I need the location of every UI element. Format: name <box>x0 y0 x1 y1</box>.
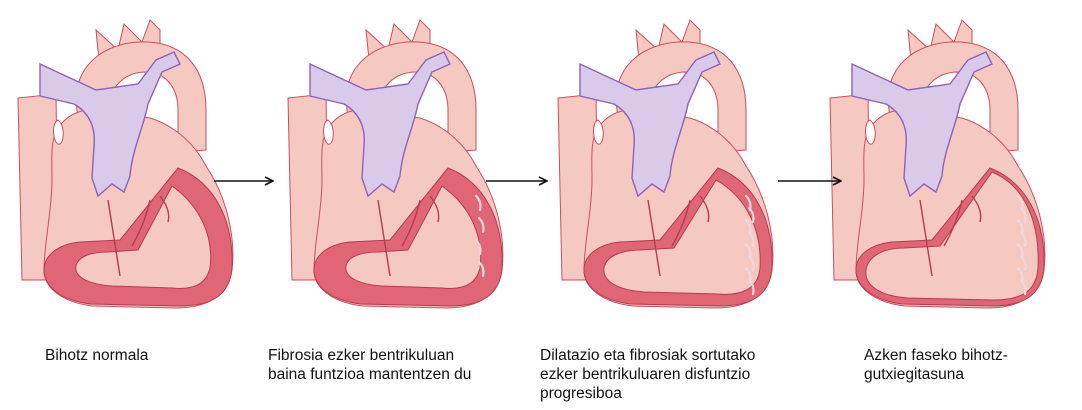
caption-stage-1: Bihotz normala <box>45 346 148 365</box>
caption-stage-4: Azken faseko bihotz- gutxiegitasuna <box>864 346 1008 384</box>
caption-stage-3-line-3: progresiboa <box>540 384 755 403</box>
caption-stage-2-line-2: baina funtzioa mantentzen du <box>268 365 471 384</box>
heart-stage-3 <box>558 20 773 308</box>
caption-stage-3: Dilatazio eta fibrosiak sortutako ezker … <box>540 346 755 403</box>
caption-stage-2-line-1: Fibrosia ezker bentrikuluan <box>268 346 471 365</box>
caption-stage-3-line-1: Dilatazio eta fibrosiak sortutako <box>540 346 755 365</box>
caption-stage-3-line-2: ezker bentrikuluaren disfuntzio <box>540 365 755 384</box>
caption-stage-1-line-1: Bihotz normala <box>45 346 148 365</box>
heart-stage-1 <box>18 20 233 308</box>
heart-stage-4 <box>830 20 1045 308</box>
heart-stage-2 <box>288 20 503 308</box>
caption-stage-2: Fibrosia ezker bentrikuluan baina funtzi… <box>268 346 471 384</box>
caption-stage-4-line-1: Azken faseko bihotz- <box>864 346 1008 365</box>
caption-stage-4-line-2: gutxiegitasuna <box>864 365 1008 384</box>
